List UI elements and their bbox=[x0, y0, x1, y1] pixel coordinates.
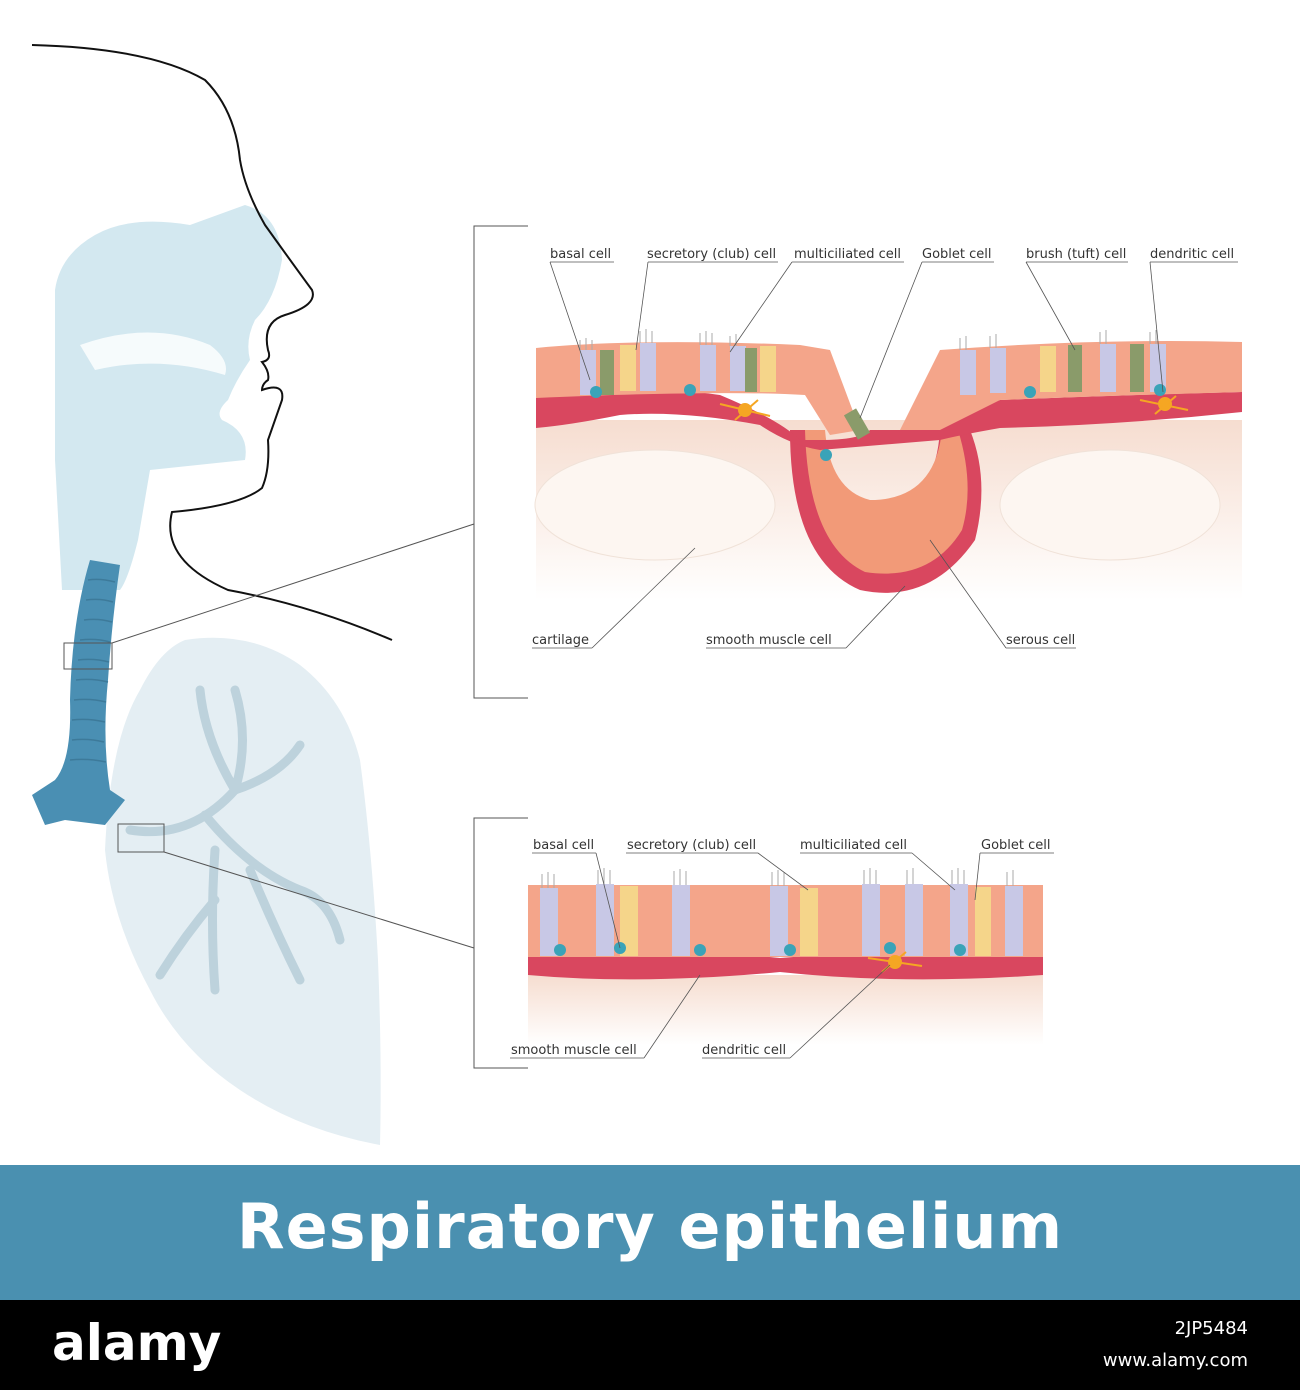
upper-label-smooth-muscle: smooth muscle cell bbox=[706, 633, 832, 648]
anatomy-svg: basal cell secretory (club) cell multici… bbox=[31, 44, 1242, 1145]
diagram-stage: basal cell secretory (club) cell multici… bbox=[31, 44, 1242, 1145]
upper-label-brush: brush (tuft) cell bbox=[1026, 247, 1126, 262]
upper-label-secretory: secretory (club) cell bbox=[647, 247, 776, 262]
upper-label-basal: basal cell bbox=[550, 247, 611, 262]
bronchus-connector bbox=[163, 851, 475, 949]
lower-muscle-layer bbox=[528, 950, 1043, 980]
upper-muscle-layer bbox=[536, 387, 1242, 450]
upper-basal-cells bbox=[590, 384, 1166, 461]
trachea-inset-box bbox=[63, 642, 113, 670]
footer-logo: alamy bbox=[52, 1314, 222, 1372]
lower-label-basal: basal cell bbox=[533, 838, 594, 853]
trachea bbox=[32, 560, 125, 825]
lower-label-dendritic: dendritic cell bbox=[702, 1043, 786, 1058]
lower-club-cells bbox=[620, 886, 991, 956]
upper-label-serous: serous cell bbox=[1006, 633, 1075, 648]
upper-club-cells bbox=[620, 345, 1056, 392]
palate bbox=[80, 332, 226, 375]
upper-ciliated-cells bbox=[580, 343, 1166, 395]
cartilage-left bbox=[534, 449, 776, 561]
lower-ciliated-cells bbox=[540, 884, 1023, 956]
upper-label-multiciliated: multiciliated cell bbox=[794, 247, 901, 262]
footer-bar bbox=[0, 1300, 1300, 1390]
trachea-rings bbox=[69, 578, 116, 763]
lower-label-multiciliated: multiciliated cell bbox=[800, 838, 907, 853]
lower-bracket bbox=[473, 817, 528, 1069]
upper-cilia bbox=[579, 329, 1157, 350]
upper-leaders bbox=[532, 261, 1238, 649]
lower-epithelium bbox=[528, 868, 1043, 1045]
upper-dendritic-cells bbox=[719, 395, 1189, 421]
upper-epithelium bbox=[534, 329, 1242, 600]
lung bbox=[105, 637, 381, 1145]
lower-submucosa bbox=[528, 975, 1043, 1045]
bronchus-inset-box bbox=[117, 823, 165, 853]
upper-bracket bbox=[473, 225, 528, 699]
title-band bbox=[0, 1165, 1300, 1300]
face-profile bbox=[31, 44, 393, 641]
lower-label-goblet: Goblet cell bbox=[981, 838, 1051, 853]
upper-label-goblet: Goblet cell bbox=[922, 247, 992, 262]
lower-label-secretory: secretory (club) cell bbox=[627, 838, 756, 853]
cartilage-right bbox=[999, 449, 1221, 561]
upper-label-cartilage: cartilage bbox=[532, 633, 589, 648]
serous-acinus bbox=[805, 430, 968, 574]
bronchial-tree bbox=[125, 685, 345, 995]
footer-image-id: 2JP5484 bbox=[1174, 1318, 1248, 1339]
lower-cilia bbox=[541, 868, 1014, 888]
lower-label-smooth-muscle: smooth muscle cell bbox=[511, 1043, 637, 1058]
upper-label-dendritic: dendritic cell bbox=[1150, 247, 1234, 262]
upper-goblet-brush-cells bbox=[600, 344, 1144, 440]
nasal-oral-cavity bbox=[55, 205, 282, 590]
upper-cells-left bbox=[536, 342, 860, 435]
footer-url: www.alamy.com bbox=[1102, 1350, 1248, 1371]
upper-airway bbox=[55, 205, 282, 590]
trachea-connector bbox=[111, 523, 475, 644]
lower-leaders bbox=[510, 852, 1054, 1059]
page-title: Respiratory epithelium bbox=[236, 1190, 1064, 1263]
